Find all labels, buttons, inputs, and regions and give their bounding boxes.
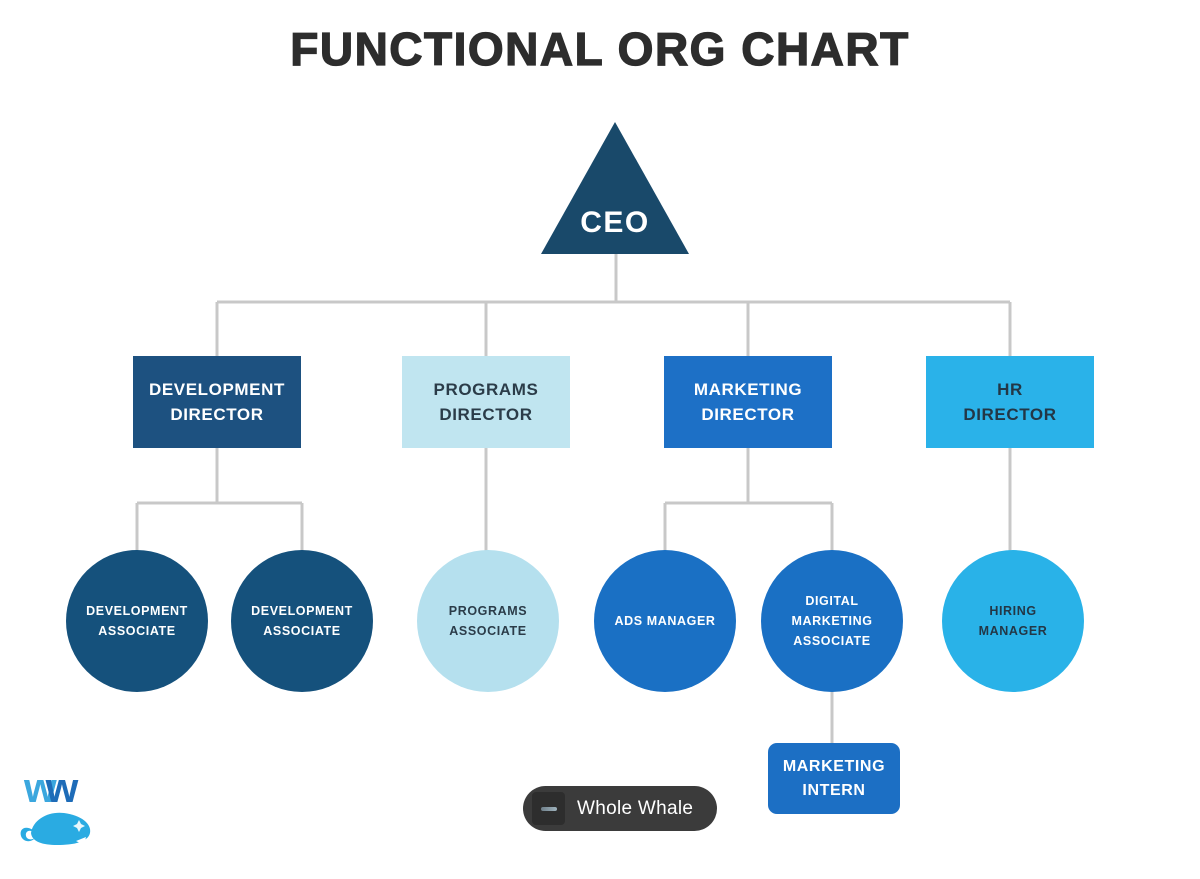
node-ceo: CEO (541, 122, 689, 254)
logo-letter-w2: w (45, 764, 79, 811)
node-hiring-manager: HIRING MANAGER (942, 550, 1084, 692)
edge-marketing-branch (663, 448, 834, 552)
whole-whale-badge: Whole Whale (523, 786, 717, 831)
page-title: FUNCTIONAL ORG CHART (290, 22, 910, 75)
node-programs-director: PROGRAMS DIRECTOR (402, 356, 570, 448)
whole-whale-badge-icon (532, 792, 565, 825)
node-marketing-director: MARKETING DIRECTOR (664, 356, 832, 448)
ceo-label: CEO (580, 206, 650, 239)
node-programs-associate: PROGRAMS ASSOCIATE (417, 550, 559, 692)
node-development-associate-1: DEVELOPMENT ASSOCIATE (66, 550, 208, 692)
node-digital-marketing-associate: DIGITAL MARKETING ASSOCIATE (761, 550, 903, 692)
edge-dev-branch (135, 448, 304, 552)
whole-whale-logo: ww (18, 767, 108, 846)
node-ads-manager: ADS MANAGER (594, 550, 736, 692)
whole-whale-badge-label: Whole Whale (577, 797, 694, 819)
node-development-associate-2: DEVELOPMENT ASSOCIATE (231, 550, 373, 692)
whole-whale-logo-letters: ww (24, 767, 108, 809)
node-marketing-intern: MARKETING INTERN (768, 743, 900, 814)
node-development-director: DEVELOPMENT DIRECTOR (133, 356, 301, 448)
whale-icon (20, 812, 91, 845)
node-hr-director: HR DIRECTOR (926, 356, 1094, 448)
logo-letter-w1: w (24, 764, 57, 811)
